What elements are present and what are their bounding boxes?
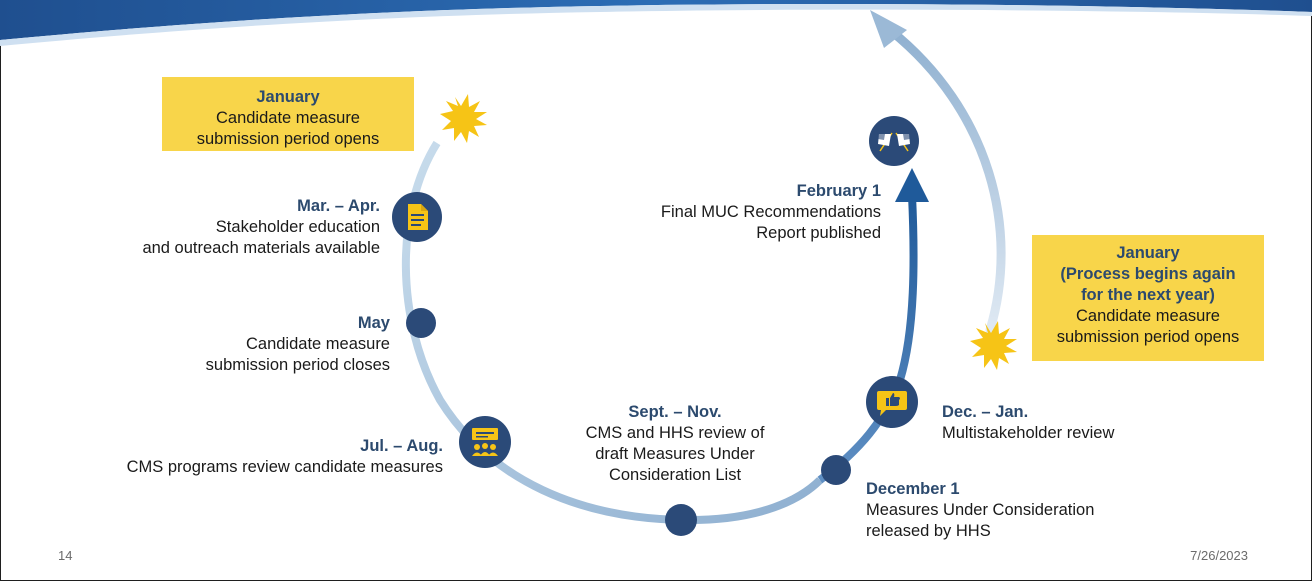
milestone-text-may-1: Candidate measure <box>245 335 390 353</box>
return-arrow-head <box>870 10 907 48</box>
milestone-text-sept-nov-1: CMS and HHS review of <box>585 424 765 442</box>
callout-next-line-1: (Process begins again <box>1060 265 1236 283</box>
milestone-label-may: May Candidate measure submission period … <box>130 313 390 376</box>
header-banner <box>0 0 1312 40</box>
milestone-text-may-2: submission period closes <box>205 356 390 374</box>
milestone-label-jul-aug: Jul. – Aug. CMS programs review candidat… <box>83 436 443 478</box>
callout-next: January (Process begins again for the ne… <box>1032 235 1264 361</box>
slide-date: 7/26/2023 <box>1190 548 1248 563</box>
milestone-text-mar-apr-1: Stakeholder education <box>215 218 380 236</box>
milestone-heading-dec-jan: Dec. – Jan. <box>942 403 1029 421</box>
return-arrow <box>885 25 1006 335</box>
callout-next-line-2: for the next year) <box>1081 286 1215 304</box>
milestone-label-sept-nov: Sept. – Nov. CMS and HHS review of draft… <box>565 402 785 486</box>
milestone-text-feb1-1: Final MUC Recommendations <box>660 203 881 221</box>
document-icon <box>408 204 428 230</box>
callout-next-heading: January <box>1116 244 1180 262</box>
milestone-circle-may <box>406 308 436 338</box>
milestone-circle-jul-aug <box>459 416 511 468</box>
cycle-arc-light <box>401 140 823 525</box>
milestone-text-sept-nov-2: draft Measures Under <box>595 445 755 463</box>
milestone-text-dec1-1: Measures Under Consideration <box>866 501 1095 519</box>
milestone-heading-may: May <box>357 314 390 332</box>
checkered-flags-icon <box>878 132 910 152</box>
cycle-arrow-head <box>895 168 929 202</box>
milestone-text-sept-nov-3: Consideration List <box>608 466 742 484</box>
callout-next-line-4: submission period opens <box>1056 328 1240 346</box>
milestone-text-mar-apr-2: and outreach materials available <box>142 239 380 257</box>
callout-start: January Candidate measure submission per… <box>162 77 414 151</box>
milestone-text-jul-aug-1: CMS programs review candidate measures <box>126 458 443 476</box>
milestone-heading-feb1: February 1 <box>796 182 881 200</box>
callout-start-line-1: Candidate measure <box>215 109 360 127</box>
callout-start-heading: January <box>256 88 320 106</box>
milestone-circle-sept-nov <box>665 504 697 536</box>
slide-number: 14 <box>58 548 73 563</box>
milestone-label-dec-jan: Dec. – Jan. Multistakeholder review <box>942 402 1162 444</box>
thumbs-up-chat-icon <box>877 391 907 416</box>
milestone-text-dec1-2: released by HHS <box>866 522 991 540</box>
milestone-label-dec1: December 1 Measures Under Consideration … <box>866 479 1146 542</box>
milestone-text-dec-jan-1: Multistakeholder review <box>942 424 1115 442</box>
milestone-text-feb1-2: Report published <box>756 224 881 242</box>
milestone-heading-sept-nov: Sept. – Nov. <box>628 403 722 421</box>
presentation-group-icon <box>472 428 498 456</box>
starburst-icon <box>440 94 487 143</box>
milestone-heading-mar-apr: Mar. – Apr. <box>297 197 380 215</box>
milestone-heading-jul-aug: Jul. – Aug. <box>360 437 443 455</box>
callout-start-line-2: submission period opens <box>196 130 380 148</box>
milestone-heading-dec1: December 1 <box>866 480 960 498</box>
starburst-icon <box>970 321 1017 370</box>
milestone-circle-dec1 <box>821 455 851 485</box>
milestone-label-mar-apr: Mar. – Apr. Stakeholder education and ou… <box>120 196 380 259</box>
header-banner-highlight <box>0 4 1312 46</box>
milestone-label-feb1: February 1 Final MUC Recommendations Rep… <box>621 181 881 244</box>
callout-next-line-3: Candidate measure <box>1075 307 1220 325</box>
milestone-circle-feb1 <box>869 116 919 166</box>
